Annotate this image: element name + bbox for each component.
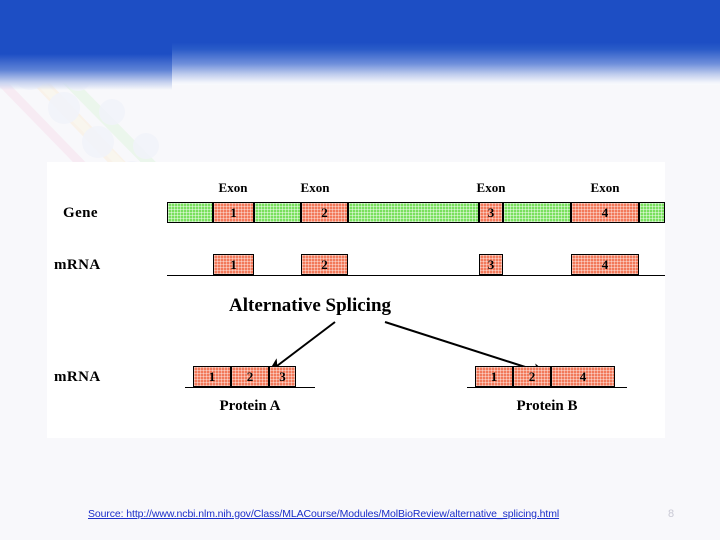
exon-caption-3: Exon	[476, 180, 506, 195]
exon-block-4: 4	[571, 202, 639, 223]
source-link[interactable]: Source: http://www.ncbi.nlm.nih.gov/Clas…	[88, 508, 560, 520]
alternative-splicing-title: Alternative Splicing	[229, 295, 392, 316]
row-label-mrna-spliced: mRNA	[54, 369, 101, 385]
row-label-gene: Gene	[63, 205, 98, 221]
exon-block-1: 1	[213, 254, 254, 275]
exon-block-1: 1	[475, 366, 513, 387]
exon-block-2: 2	[301, 254, 348, 275]
exon-caption-1: Exon	[218, 180, 248, 195]
protein-baseline-2	[467, 387, 627, 388]
arrow-to-protein-a	[267, 321, 336, 373]
exon-caption-2: Exon	[300, 180, 330, 195]
protein-label-1: Protein A	[219, 398, 281, 414]
exon-block-2: 2	[231, 366, 269, 387]
intron-block	[254, 202, 301, 223]
intron-block	[167, 202, 213, 223]
exon-block-3: 3	[269, 366, 296, 387]
protein-baseline-1	[185, 387, 315, 388]
exon-caption-4: Exon	[590, 180, 620, 195]
exon-block-4: 4	[551, 366, 615, 387]
exon-block-3: 3	[479, 254, 503, 275]
intron-block	[503, 202, 571, 223]
slide-banner	[0, 0, 720, 85]
intron-block	[348, 202, 479, 223]
exon-block-2: 2	[513, 366, 551, 387]
row-label-mrna-primary: mRNA	[54, 257, 101, 273]
protein-label-2: Protein B	[516, 398, 578, 414]
exon-block-3: 3	[479, 202, 503, 223]
mrna-primary-baseline	[167, 275, 665, 276]
exon-block-1: 1	[213, 202, 254, 223]
exon-block-1: 1	[193, 366, 231, 387]
exon-block-4: 4	[571, 254, 639, 275]
page-number: 8	[668, 508, 675, 520]
intron-block	[639, 202, 665, 223]
exon-block-2: 2	[301, 202, 348, 223]
